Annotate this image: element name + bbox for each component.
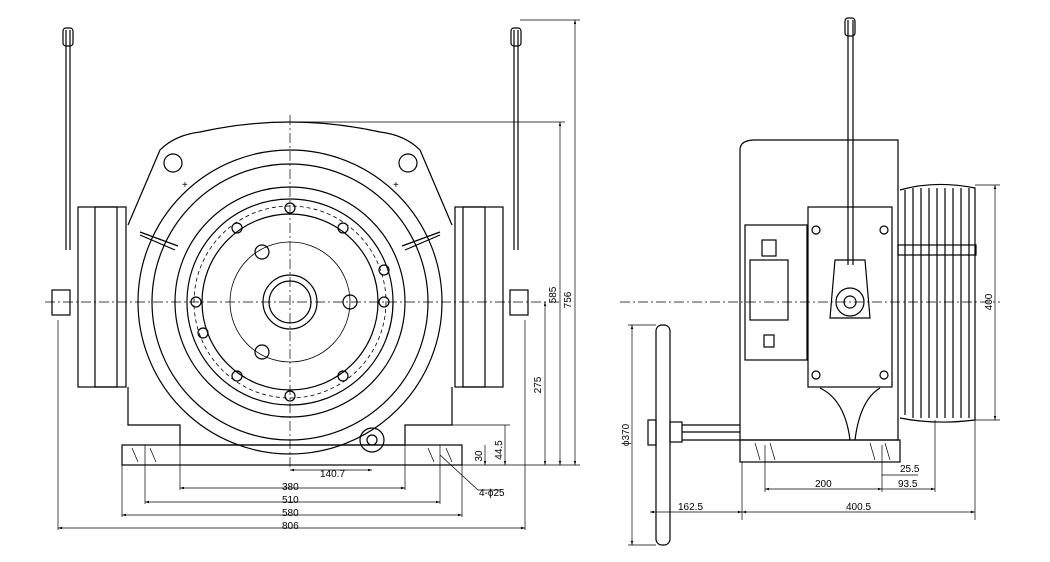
- shaft-hub: [262, 274, 318, 330]
- sheave-flange: [174, 186, 406, 418]
- side-base: [739, 439, 901, 463]
- base-plate: [121, 444, 463, 466]
- bolt-circle: [190, 202, 390, 402]
- svg-text:+: +: [393, 180, 399, 191]
- dim-25-5: 25.5: [900, 464, 920, 475]
- motor-body: [739, 139, 899, 441]
- lifting-eye-right: [398, 153, 418, 173]
- housing-outer-circle: [137, 149, 443, 455]
- dim-162-5: 162.5: [678, 502, 703, 513]
- front-dimensions: [57, 19, 580, 530]
- side-view: ϕ370 162.5 400.5 200 93.5 25.5 400: [620, 17, 1000, 546]
- svg-text:+: +: [182, 180, 188, 191]
- lifting-eye-left: [163, 153, 183, 173]
- dim-93-5: 93.5: [898, 479, 918, 490]
- terminal-box: [744, 224, 808, 361]
- brake-plate: [807, 206, 893, 388]
- dim-510: 510: [282, 495, 299, 506]
- dim-756: 756: [563, 291, 574, 308]
- traction-sheave-grooves: [897, 183, 977, 423]
- dim-44-5: 44.5: [494, 440, 505, 460]
- brake-left: [51, 27, 127, 388]
- dim-200: 200: [815, 479, 832, 490]
- front-view: ++: [45, 19, 580, 532]
- release-lever: [844, 17, 856, 37]
- side-dimensions: [628, 184, 1000, 546]
- dim-4-holes: 4-ϕ25: [479, 488, 505, 499]
- handwheel-shaft: [682, 424, 740, 441]
- dim-400: 400: [984, 293, 995, 310]
- dim-380: 380: [282, 482, 299, 493]
- brake-right: [454, 27, 529, 388]
- dim-30: 30: [474, 450, 485, 462]
- dim-140-7: 140.7: [320, 469, 345, 480]
- dim-400-5: 400.5: [846, 502, 871, 513]
- dim-806: 806: [282, 521, 299, 532]
- dim-580: 580: [282, 508, 299, 519]
- dim-585: 585: [548, 286, 559, 303]
- dim-275: 275: [533, 376, 544, 393]
- dim-phi-370: ϕ370: [621, 423, 632, 446]
- brake-arms: [139, 231, 441, 251]
